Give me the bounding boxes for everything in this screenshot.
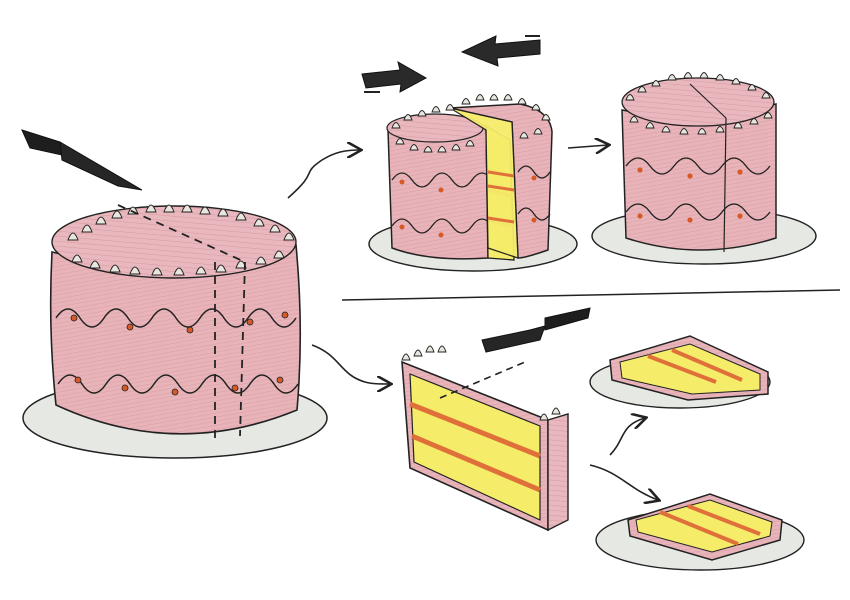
whole-cake-top — [51, 205, 297, 279]
arrow-to-sliced-wedge — [311, 344, 390, 384]
whole-cake-cut-guides — [117, 204, 246, 438]
second-knife-icon — [481, 307, 591, 353]
push-left-arrow-icon — [460, 35, 541, 67]
whole-cake — [21, 129, 328, 459]
knife-icon — [21, 129, 143, 191]
section-divider — [341, 289, 841, 301]
whole-cake-wave-top — [55, 308, 297, 328]
slice-separated-cake — [361, 35, 578, 272]
whole-cake-dots — [70, 311, 289, 396]
sliced-wedge — [401, 307, 591, 532]
whole-cake-frosting — [67, 204, 295, 276]
wedge-face — [409, 373, 541, 521]
piece-lying — [595, 493, 805, 571]
arrow-to-slice-separated — [287, 150, 360, 199]
cake-reassembled — [591, 72, 817, 265]
wedge-cut-guide — [439, 361, 526, 399]
arrow-to-piece-upright — [609, 418, 645, 456]
push-right-arrow-icon — [361, 60, 428, 93]
whole-cake-wave-bottom — [57, 374, 299, 394]
arrow-to-reassembled — [567, 145, 608, 148]
piece-upright — [589, 335, 771, 409]
arrow-to-piece-lying — [589, 464, 658, 500]
